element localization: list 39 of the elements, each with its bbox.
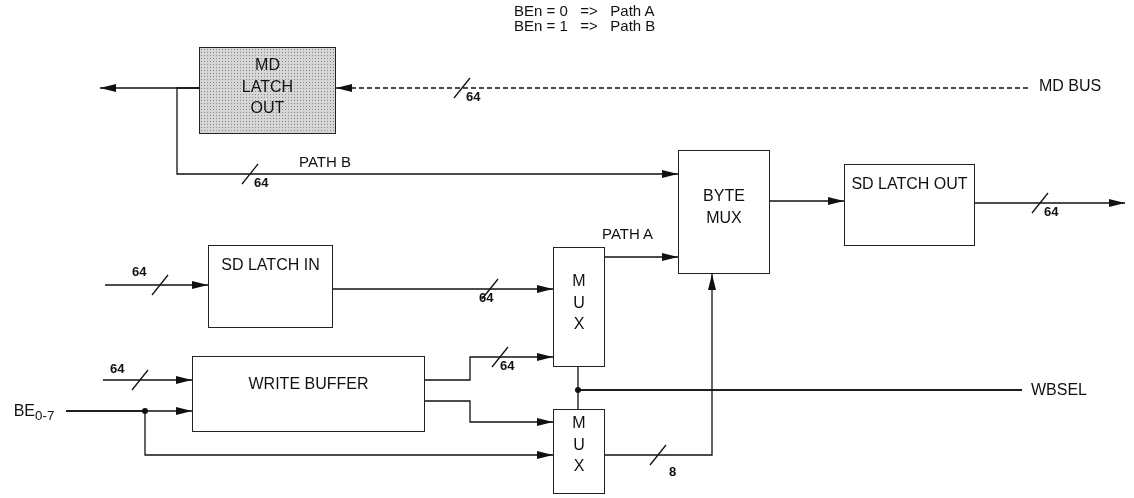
- block-box: [678, 150, 770, 274]
- block-label: SD LATCH OUT: [851, 174, 968, 194]
- block-box: [208, 245, 333, 328]
- block-box: [192, 356, 425, 432]
- connector-arrow: [102, 376, 193, 384]
- connector-arrow: [104, 281, 209, 289]
- block-label: MD LATCH OUT: [240, 55, 295, 119]
- block-box: [553, 247, 605, 367]
- connector-arrow: [604, 253, 679, 261]
- block-label: BYTE MUX: [702, 186, 746, 228]
- bus-width-label: 64: [500, 359, 515, 374]
- block-label: WRITE BUFFER: [248, 374, 369, 394]
- bus-width-label: 64: [466, 90, 481, 105]
- connector-arrow: [335, 84, 1029, 92]
- connector-arrow: [424, 400, 554, 426]
- connector-arrow: [604, 273, 716, 456]
- bus-width-label: 64: [1044, 205, 1059, 220]
- signal-name: BE$_{0-7}$: [13, 401, 55, 426]
- latch-box: [199, 47, 336, 134]
- block-label: M U X: [572, 413, 586, 477]
- connector-arrow: [176, 87, 679, 178]
- block-label: SD LATCH IN: [221, 255, 320, 275]
- bus-width-label: 64: [479, 291, 494, 306]
- bus-width-label: 64: [110, 362, 125, 377]
- block-box: [553, 409, 605, 494]
- connector-arrow: [974, 199, 1126, 207]
- block-box: [844, 164, 975, 246]
- signal-name: MD BUS: [1038, 76, 1102, 96]
- connector-arrow: [424, 353, 554, 381]
- signal-name: WBSEL: [1031, 380, 1087, 400]
- connector-arrow: [65, 410, 554, 459]
- block-label: M U X: [572, 271, 586, 335]
- connector-arrow: [769, 197, 845, 205]
- bus-width-label: 64: [132, 265, 147, 280]
- note-text: BEn = 1 => Path B: [514, 18, 656, 35]
- connector-arrow: [332, 285, 554, 293]
- bus-width-label: 64: [254, 176, 269, 191]
- note-text: BEn = 0 => Path A: [514, 3, 655, 20]
- bus-width-label: 8: [669, 465, 677, 480]
